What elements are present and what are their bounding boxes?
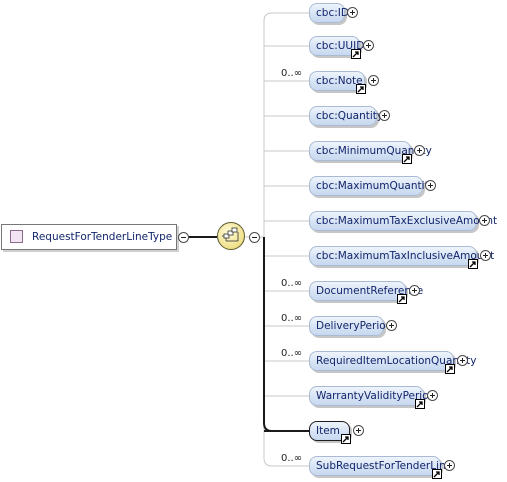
element-box[interactable]: DocumentReference — [309, 281, 423, 301]
sequence-compositor-icon[interactable] — [217, 222, 245, 250]
element-box[interactable]: RequiredItemLocationQuantity — [309, 351, 476, 371]
element-label: SubRequestForTenderLine — [316, 460, 453, 472]
complex-type-label: RequestForTenderLineType — [32, 231, 173, 243]
expand-element-button[interactable] — [363, 40, 374, 51]
cardinality-label: 0..∞ — [281, 68, 303, 79]
reference-arrow-icon — [351, 49, 361, 59]
collapse-sequence-button[interactable] — [249, 232, 260, 243]
element-box[interactable]: DeliveryPeriod — [309, 316, 392, 336]
reference-arrow-icon — [402, 154, 412, 164]
element-box[interactable]: cbc:MaximumQuantity — [309, 176, 435, 196]
cardinality-label: 0..∞ — [281, 453, 303, 464]
expand-element-button[interactable] — [379, 110, 390, 121]
expand-element-button[interactable] — [425, 180, 436, 191]
reference-arrow-icon — [415, 399, 425, 409]
expand-element-button[interactable] — [353, 425, 364, 436]
element-label: DeliveryPeriod — [316, 320, 393, 332]
element-box[interactable]: cbc:MinimumQuantity — [309, 141, 432, 161]
element-box[interactable]: Item — [309, 421, 350, 441]
reference-arrow-icon — [356, 84, 366, 94]
element-label: DocumentReference — [316, 285, 424, 297]
required-path-line — [263, 237, 309, 432]
expand-element-button[interactable] — [386, 320, 397, 331]
element-label: RequiredItemLocationQuantity — [316, 355, 477, 367]
element-box[interactable]: cbc:MaximumTaxExclusiveAmount — [309, 211, 497, 231]
element-label: Item — [316, 425, 340, 437]
collapse-type-button[interactable] — [178, 232, 189, 243]
expand-element-button[interactable] — [444, 460, 455, 471]
element-box[interactable]: cbc:MaximumTaxInclusiveAmount — [309, 246, 494, 266]
cardinality-label: 0..∞ — [281, 348, 303, 359]
element-label: cbc:MaximumTaxExclusiveAmount — [316, 215, 498, 227]
element-label: cbc:ID — [316, 7, 349, 19]
reference-arrow-icon — [432, 469, 442, 479]
element-label: cbc:Quantity — [316, 110, 384, 122]
expand-element-button[interactable] — [479, 215, 490, 226]
cardinality-label: 0..∞ — [281, 278, 303, 289]
element-label: WarrantyValidityPeriod — [316, 390, 436, 402]
reference-arrow-icon — [445, 364, 455, 374]
element-label: cbc:MaximumQuantity — [316, 180, 435, 192]
element-box[interactable]: cbc:ID — [309, 3, 349, 23]
reference-arrow-icon — [468, 259, 478, 269]
cardinality-label: 0..∞ — [281, 313, 303, 324]
element-box[interactable]: SubRequestForTenderLine — [309, 456, 452, 476]
complex-type-icon — [10, 230, 23, 243]
expand-element-button[interactable] — [480, 250, 491, 261]
expand-element-button[interactable] — [427, 390, 438, 401]
reference-arrow-icon — [397, 294, 407, 304]
expand-element-button[interactable] — [368, 75, 379, 86]
complex-type-box[interactable]: RequestForTenderLineType — [1, 224, 177, 250]
expand-element-button[interactable] — [409, 285, 420, 296]
expand-element-button[interactable] — [457, 355, 468, 366]
element-label: cbc:MaximumTaxInclusiveAmount — [316, 250, 495, 262]
element-box[interactable]: cbc:Note — [309, 71, 365, 91]
reference-arrow-icon — [341, 434, 351, 444]
element-box[interactable]: cbc:Quantity — [309, 106, 383, 126]
expand-element-button[interactable] — [414, 145, 425, 156]
element-label: cbc:Note — [316, 75, 363, 87]
element-box[interactable]: WarrantyValidityPeriod — [309, 386, 435, 406]
expand-element-button[interactable] — [347, 7, 358, 18]
